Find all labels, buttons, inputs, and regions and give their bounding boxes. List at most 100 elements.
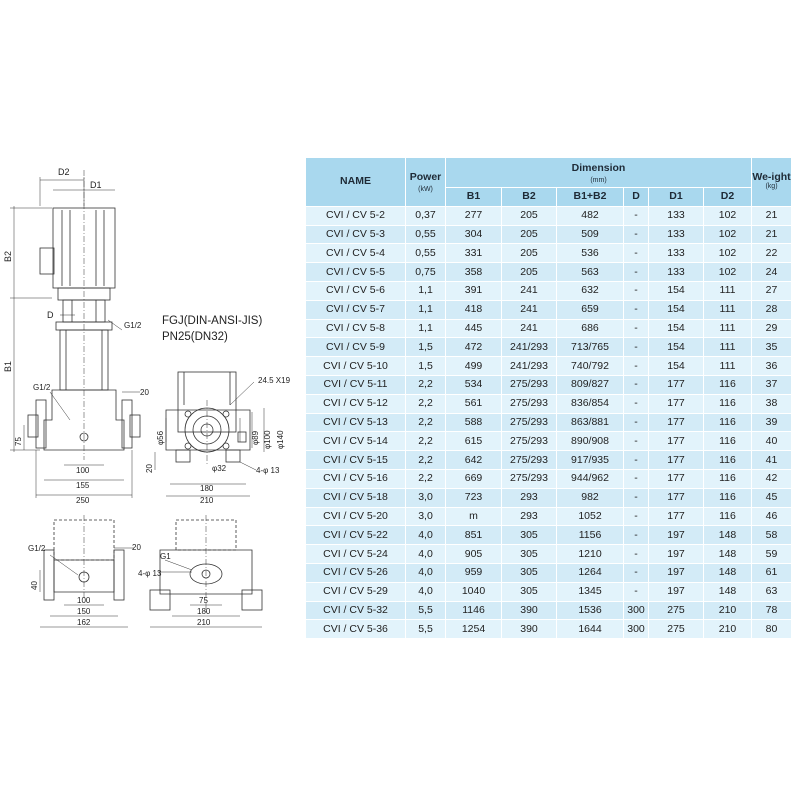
cell-weight: 29 (751, 318, 792, 339)
cell-d: - (623, 544, 649, 564)
dim-b2: B2 (3, 251, 13, 262)
cell-name: CVI / CV 5-29 (305, 581, 406, 602)
cell-power: 5,5 (405, 619, 446, 640)
cell-d: - (623, 262, 649, 282)
cell-b2: 275/293 (501, 450, 557, 470)
cell-d2: 148 (703, 562, 752, 583)
cell-d1: 177 (648, 412, 704, 433)
cell-b2: 275/293 (501, 374, 557, 395)
dim-250: 250 (76, 496, 90, 505)
cell-b1: 561 (445, 393, 502, 414)
cell-d2: 111 (703, 299, 752, 320)
cell-power: 0,55 (405, 243, 446, 264)
dim-phi89: φ89 (251, 430, 260, 445)
dim-75: 75 (14, 437, 23, 446)
dim-bolt: 24.5 X19 (258, 376, 291, 385)
cell-power: 2,2 (405, 431, 446, 452)
cell-d1: 197 (648, 562, 704, 583)
cell-power: 3,0 (405, 487, 446, 508)
dim-210: 210 (200, 496, 214, 505)
cell-weight: 28 (751, 299, 792, 320)
cell-power: 1,1 (405, 280, 446, 301)
pump-dimension-drawing: D2 D1 B2 B1 D G1/2 G1/2 75 100 155 250 2… (0, 0, 300, 800)
cell-power: 4,0 (405, 525, 446, 546)
cell-d2: 102 (703, 243, 752, 264)
cell-power: 1,1 (405, 299, 446, 320)
cell-power: 5,5 (405, 600, 446, 621)
cell-power: 0,55 (405, 224, 446, 245)
cell-power: 4,0 (405, 562, 446, 583)
dim-d2: D2 (58, 167, 70, 177)
dim-phi100: φ100 (263, 430, 272, 449)
cell-d1: 177 (648, 393, 704, 414)
cell-d: - (623, 412, 649, 433)
cell-d1: 177 (648, 374, 704, 395)
cell-b2: 275/293 (501, 393, 557, 414)
cell-b1b2: 1345 (556, 581, 624, 602)
cell-d: - (623, 224, 649, 245)
pressure-rating-label: PN25(DN32) (162, 331, 228, 343)
cell-weight: 78 (751, 600, 792, 621)
cell-b1b2: 944/962 (556, 468, 624, 489)
cell-d1: 154 (648, 280, 704, 301)
cell-d: - (623, 243, 649, 264)
cell-weight: 45 (751, 487, 792, 508)
cell-weight: 27 (751, 280, 792, 301)
cell-d1: 197 (648, 581, 704, 602)
cell-d1: 133 (648, 205, 704, 226)
dim-180b: 180 (197, 607, 211, 616)
cell-name: CVI / CV 5-3 (305, 224, 406, 245)
header-d2: D2 (703, 187, 752, 207)
cell-b2: 241 (501, 299, 557, 320)
cell-power: 0,37 (405, 205, 446, 226)
cell-b2: 205 (501, 262, 557, 282)
cell-d: - (623, 356, 649, 376)
cell-name: CVI / CV 5-11 (305, 374, 406, 395)
cell-b2: 275/293 (501, 431, 557, 452)
cell-power: 4,0 (405, 581, 446, 602)
cell-power: 1,5 (405, 337, 446, 358)
cell-b2: 305 (501, 581, 557, 602)
header-power-label: Power (409, 171, 442, 184)
dim-100: 100 (76, 466, 90, 475)
pump-base (43, 389, 125, 451)
cell-b1: 1254 (445, 619, 502, 640)
cell-weight: 61 (751, 562, 792, 583)
cell-weight: 46 (751, 506, 792, 527)
cell-d: - (623, 337, 649, 358)
cell-b1: 331 (445, 243, 502, 264)
cell-d: - (623, 318, 649, 339)
dim-d: D (47, 310, 54, 320)
cell-b1b2: 482 (556, 205, 624, 226)
cell-d2: 116 (703, 412, 752, 433)
flange-standard-label: FGJ(DIN-ANSI-JIS) (162, 315, 262, 327)
dim-h20: 20 (145, 464, 154, 473)
dim-210b: 210 (197, 618, 211, 627)
cell-d1: 177 (648, 487, 704, 508)
cell-b2: 205 (501, 243, 557, 264)
cell-d1: 154 (648, 299, 704, 320)
cell-name: CVI / CV 5-8 (305, 318, 406, 339)
cell-d2: 116 (703, 506, 752, 527)
cell-b1: 418 (445, 299, 502, 320)
cell-b1: 499 (445, 356, 502, 376)
cell-b1b2: 1052 (556, 506, 624, 527)
cell-weight: 36 (751, 356, 792, 376)
header-d1: D1 (648, 187, 704, 207)
dim-g1: G1 (160, 552, 171, 561)
cell-power: 3,0 (405, 506, 446, 527)
cell-b1: m (445, 506, 502, 527)
cell-b1: 723 (445, 487, 502, 508)
cell-weight: 42 (751, 468, 792, 489)
dim-holes2: 4-φ 13 (138, 569, 162, 578)
cell-d1: 197 (648, 544, 704, 564)
cell-b1b2: 1536 (556, 600, 624, 621)
cell-d: - (623, 299, 649, 320)
